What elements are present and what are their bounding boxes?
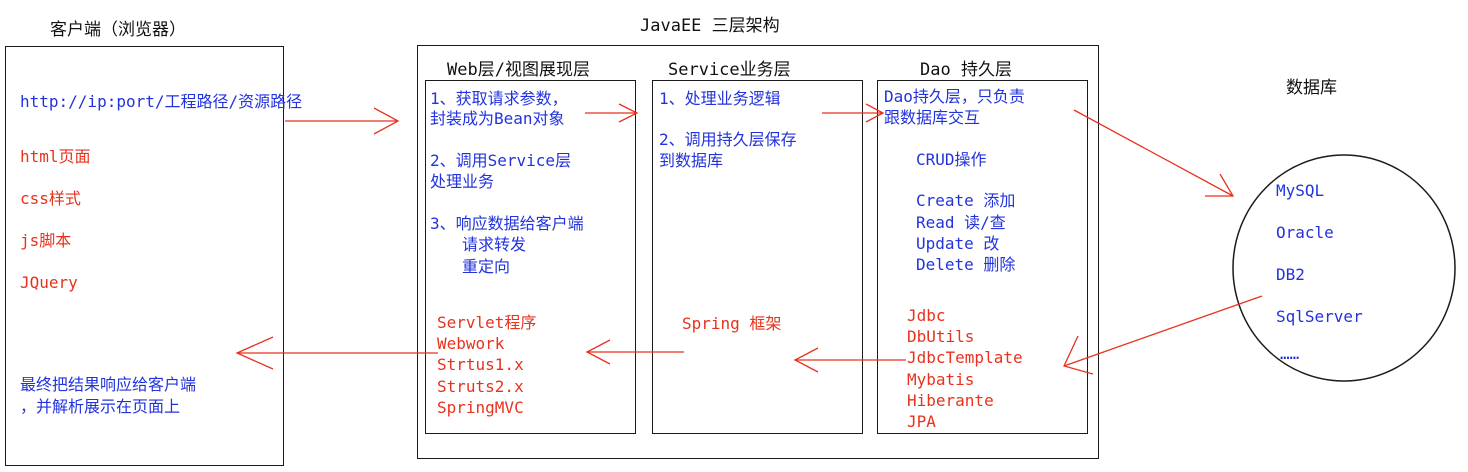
web-step3-redirect: 重定向 [462,257,511,276]
dao-header: Dao 持久层 [920,60,1012,80]
database-ellipse [1232,154,1456,382]
javaee-outer-box [417,45,1099,459]
dao-framework-mybatis: Mybatis [907,370,975,389]
client-header: 客户端（浏览器） [50,20,186,40]
service-step2-line2: 到数据库 [659,151,724,170]
web-step2-line2: 处理业务 [430,172,495,191]
arrow-database-to-dao [1063,295,1263,375]
arrow-service-to-web [585,339,684,365]
dao-desc-line1: Dao持久层，只负责 [884,87,1025,106]
service-step1: 1、处理业务逻辑 [659,89,781,108]
client-tech-html: html页面 [20,147,91,166]
web-step2-line1: 2、调用Service层 [430,151,572,170]
dao-box [877,80,1088,434]
client-tech-css: css样式 [20,189,81,208]
client-tech-js: js脚本 [20,231,72,250]
web-framework-servlet: Servlet程序 [437,313,537,332]
arrow-web-to-service [585,103,639,123]
service-framework-spring: Spring 框架 [682,314,782,333]
arrow-dao-to-service [793,347,906,373]
web-framework-springmvc: SpringMVC [437,398,524,417]
database-sqlserver: SqlServer [1276,307,1363,326]
web-step1-line1: 1、获取请求参数， [430,89,568,108]
dao-framework-dbutils: DbUtils [907,327,975,346]
dao-desc-line2: 跟数据库交互 [884,108,981,127]
client-box [5,46,284,466]
web-framework-webwork: Webwork [437,334,505,353]
web-box [425,80,636,434]
web-framework-struts1: Strtus1.x [437,355,524,374]
web-header: Web层/视图展现层 [447,60,590,80]
dao-crud-create: Create 添加 [916,191,1016,210]
database-oracle: Oracle [1276,223,1334,242]
database-header: 数据库 [1286,78,1337,98]
web-step3-line1: 3、响应数据给客户端 [430,214,584,233]
diagram-title: JavaEE 三层架构 [640,16,780,36]
client-result-line1: 最终把结果响应给客户端 [20,375,197,394]
dao-crud-update: Update 改 [916,234,1000,253]
service-box [652,80,863,434]
dao-framework-jdbctemplate: JdbcTemplate [907,348,1023,367]
dao-framework-jpa: JPA [907,412,936,431]
database-more: …… [1280,344,1300,363]
client-result-line2: ，并解析展示在页面上 [20,397,181,416]
client-url: http://ip:port/工程路径/资源路径 [20,92,303,111]
web-step1-line2: 封装成为Bean对象 [430,109,565,128]
web-framework-struts2: Struts2.x [437,377,524,396]
arrow-service-to-dao [822,103,885,123]
service-step2-line1: 2、调用持久层保存 [659,130,797,149]
dao-crud-delete: Delete 删除 [916,255,1016,274]
database-mysql: MySQL [1276,181,1325,200]
dao-framework-hiberante: Hiberante [907,391,994,410]
arrow-client-to-web [285,107,400,135]
dao-framework-jdbc: Jdbc [907,306,946,325]
dao-crud-read: Read 读/查 [916,213,1006,232]
arrow-web-to-client [235,336,438,370]
service-header: Service业务层 [668,60,791,80]
dao-crud-title: CRUD操作 [916,150,987,169]
database-db2: DB2 [1276,265,1305,284]
arrow-dao-to-database [1073,109,1235,197]
web-step3-forward: 请求转发 [462,235,527,254]
client-tech-jquery: JQuery [20,273,78,292]
